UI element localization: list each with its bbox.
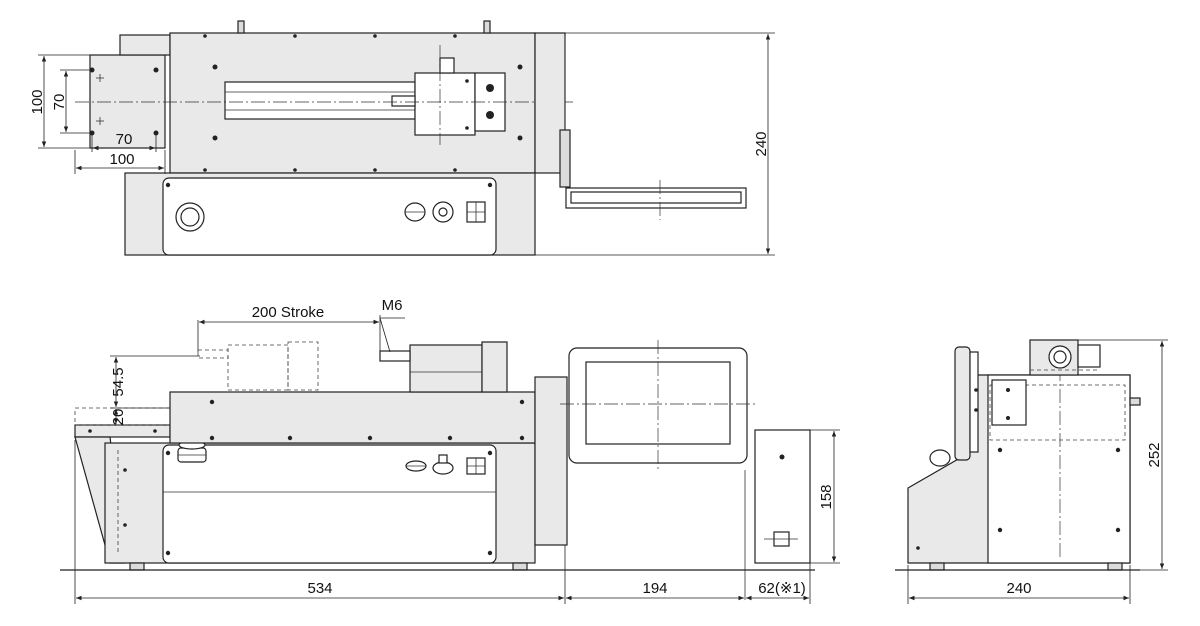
front-dim-height-a: 54.5 <box>110 367 127 396</box>
top-dim-depth: 240 <box>753 131 770 156</box>
front-thread-label: M6 <box>382 297 403 314</box>
top-dim-horizontal-inner: 70 <box>116 131 133 148</box>
top-dim-vertical-outer: 100 <box>29 89 46 114</box>
side-dim-height: 252 <box>1146 442 1163 467</box>
front-view: 200 Stroke M6 54.5 20 534 194 62(※1) 158 <box>60 297 840 604</box>
top-dim-vertical-inner: 70 <box>51 94 68 111</box>
front-dim-width-main: 534 <box>307 580 332 597</box>
front-dim-height-b: 20 <box>110 409 127 426</box>
front-dim-width-panel: 194 <box>642 580 667 597</box>
front-dim-stroke: 200 Stroke <box>252 304 325 321</box>
top-dim-horizontal-outer: 100 <box>109 151 134 168</box>
front-dim-width-box: 62(※1) <box>758 580 806 597</box>
front-dim-box-height: 158 <box>818 484 835 509</box>
side-dim-width: 240 <box>1006 580 1031 597</box>
top-view: 100 70 70 100 240 <box>29 20 775 256</box>
side-view: 252 240 <box>895 339 1168 604</box>
